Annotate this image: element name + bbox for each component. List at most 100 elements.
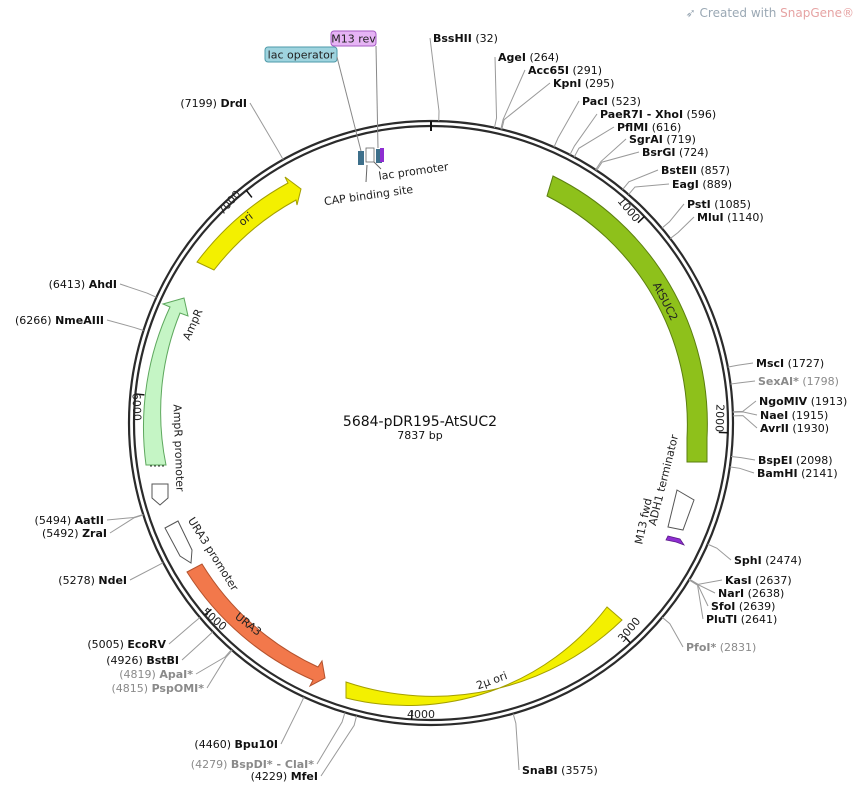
- site-label-bsrgi[interactable]: BsrGI (724): [642, 146, 709, 159]
- site-label-ecorv[interactable]: (5005) EcoRV: [87, 638, 166, 651]
- site-position: (2641): [737, 613, 777, 626]
- site-label-pfoi[interactable]: PfoI* (2831): [686, 641, 756, 654]
- site-label-bamhi[interactable]: BamHI (2141): [757, 467, 838, 480]
- site-name: BssHII: [433, 32, 472, 45]
- feature-adh1-terminator[interactable]: [667, 489, 695, 531]
- site-label-apai[interactable]: (4819) ApaI*: [119, 668, 193, 681]
- site-position: (616): [648, 121, 681, 134]
- site-label-nmeaiii[interactable]: (6266) NmeAIII: [15, 314, 104, 327]
- site-leader: [727, 362, 754, 368]
- site-name: NarI: [718, 587, 744, 600]
- site-name: PspOMI*: [152, 682, 205, 695]
- site-label-aatii[interactable]: (5494) AatII: [35, 514, 104, 527]
- site-position: (4279): [191, 758, 231, 771]
- tick-label-2000: 2000: [713, 404, 727, 432]
- watermark-brand: SnapGene®: [780, 6, 854, 20]
- snapgene-logo-icon: ➶: [685, 6, 696, 20]
- site-label-nari[interactable]: NarI (2638): [718, 587, 784, 600]
- site-label-acc65i[interactable]: Acc65I (291): [528, 64, 602, 77]
- lac-operator-marker: [358, 151, 364, 165]
- site-label-psti[interactable]: PstI (1085): [687, 198, 751, 211]
- site-label-ngomiv[interactable]: NgoMIV (1913): [759, 395, 847, 408]
- site-name: Acc65I: [528, 64, 569, 77]
- site-name: BstEII: [661, 164, 697, 177]
- site-label-agei[interactable]: AgeI (264): [498, 51, 559, 64]
- site-leader: [661, 616, 684, 648]
- site-name: MluI: [697, 211, 724, 224]
- site-label-drdi[interactable]: (7199) DrdI: [180, 97, 247, 110]
- site-name: NgoMIV: [759, 395, 808, 408]
- site-label-msci[interactable]: MscI (1727): [756, 357, 824, 370]
- site-label-bsshii[interactable]: BssHII (32): [433, 32, 498, 45]
- site-leader: [729, 466, 755, 474]
- site-leader: [501, 82, 551, 130]
- site-label-bsteii[interactable]: BstEII (857): [661, 164, 730, 177]
- site-label-ndei[interactable]: (5278) NdeI: [58, 574, 127, 587]
- site-label-sgrai[interactable]: SgrAI (719): [629, 133, 696, 146]
- site-position: (1140): [724, 211, 764, 224]
- site-position: (6266): [15, 314, 55, 327]
- site-name: SphI: [734, 554, 762, 567]
- site-label-pflmi[interactable]: PflMI (616): [617, 121, 681, 134]
- feature-2mu-ori[interactable]: [345, 606, 623, 707]
- feature-atsuc2[interactable]: [546, 175, 708, 463]
- site-label-sexai[interactable]: SexAI* (1798): [758, 375, 839, 388]
- feature-ori[interactable]: [196, 176, 302, 271]
- site-label-snabi[interactable]: SnaBI (3575): [522, 764, 598, 777]
- site-leader: [280, 696, 305, 745]
- site-name: PluTI: [706, 613, 737, 626]
- site-leader: [661, 203, 685, 229]
- site-name: AgeI: [498, 51, 526, 64]
- site-label-bspei[interactable]: BspEI (2098): [758, 454, 833, 467]
- site-name: ApaI*: [159, 668, 193, 681]
- site-name: NmeAIII: [55, 314, 104, 327]
- site-leader: [206, 649, 233, 689]
- site-label-kasi[interactable]: KasI (2637): [725, 574, 792, 587]
- site-label-zrai[interactable]: (5492) ZraI: [42, 527, 107, 540]
- site-leader: [429, 37, 440, 122]
- feature-ampr-promoter[interactable]: [151, 483, 169, 506]
- site-label-ahdi[interactable]: (6413) AhdI: [49, 278, 117, 291]
- snapgene-watermark: ➶ Created with SnapGene®: [686, 6, 854, 20]
- site-label-kpni[interactable]: KpnI (295): [553, 77, 614, 90]
- site-position: (4229): [251, 770, 291, 783]
- site-position: (4815): [111, 682, 151, 695]
- primer-lac-operator-box[interactable]: [264, 46, 338, 63]
- site-position: (1930): [789, 422, 829, 435]
- site-label-pspomi[interactable]: (4815) PspOMI*: [111, 682, 204, 695]
- feature-ura3[interactable]: [186, 563, 326, 688]
- label-lac-promoter: lac promoter: [378, 160, 450, 183]
- site-leader: [732, 415, 758, 429]
- site-label-sphi[interactable]: SphI (2474): [734, 554, 802, 567]
- site-position: (5278): [58, 574, 98, 587]
- site-name: KpnI: [553, 77, 581, 90]
- site-position: (724): [675, 146, 708, 159]
- site-leader: [573, 126, 615, 158]
- site-leader: [249, 102, 284, 160]
- site-name: EcoRV: [127, 638, 166, 651]
- site-position: (719): [663, 133, 696, 146]
- site-label-bspdi-clai[interactable]: (4279) BspDI* - ClaI*: [191, 758, 314, 771]
- restriction-site-labels: BssHII (32)AgeI (264)Acc65I (291)KpnI (2…: [15, 32, 847, 783]
- site-label-bstbi[interactable]: (4926) BstBI: [106, 654, 179, 667]
- feature-ura3-promoter[interactable]: [164, 520, 193, 564]
- site-label-bpu10i[interactable]: (4460) Bpu10I: [194, 738, 278, 751]
- plasmid-name: 5684-pDR195-AtSUC2: [343, 414, 497, 430]
- primer-m13-rev-box[interactable]: [330, 30, 377, 47]
- site-leader: [106, 513, 144, 521]
- site-label-paer7i-xhoi[interactable]: PaeR7I - XhoI (596): [600, 108, 716, 121]
- site-label-pluti[interactable]: PluTI (2641): [706, 613, 777, 626]
- lac-promoter-leader: [373, 161, 382, 170]
- site-label-sfoi[interactable]: SfoI (2639): [711, 600, 775, 613]
- site-label-mlui[interactable]: MluI (1140): [697, 211, 764, 224]
- feature-ampr[interactable]: [142, 297, 189, 466]
- site-label-eagi[interactable]: EagI (889): [672, 178, 732, 191]
- primer-m13-fwd[interactable]: [665, 535, 686, 546]
- site-label-avrii[interactable]: AvrII (1930): [760, 422, 829, 435]
- site-name: ZraI: [82, 527, 107, 540]
- site-label-mfei[interactable]: (4229) MfeI: [251, 770, 318, 783]
- site-name: PflMI: [617, 121, 648, 134]
- site-label-paci[interactable]: PacI (523): [582, 95, 641, 108]
- site-label-naei[interactable]: NaeI (1915): [760, 409, 828, 422]
